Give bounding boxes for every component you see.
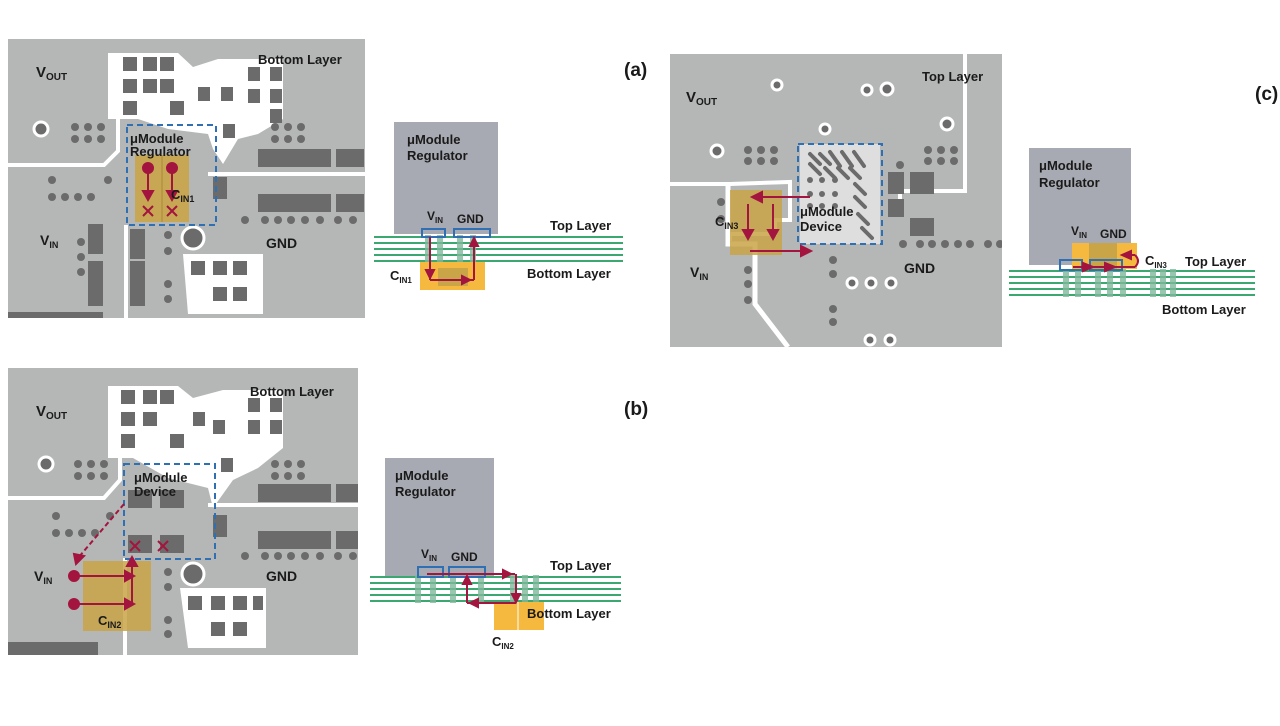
device-outline-dashed	[123, 463, 216, 560]
vin-label: VIN	[690, 264, 708, 282]
bottom-layer-label: Bottom Layer	[1162, 302, 1246, 317]
cap-label: CIN3	[715, 214, 738, 231]
panel-a-cross-section: μModule Regulator VIN GND Top Layer Bott…	[374, 122, 623, 290]
pad-group	[888, 172, 934, 236]
vin-pin-label: VIN	[427, 209, 443, 225]
device-outline-dashed	[126, 124, 217, 226]
panel-b-cross-section: μModule Regulator VIN GND Top Layer Bott…	[370, 458, 621, 651]
panel-c-cross-section: μModule Regulator VIN GND CIN3 Top Layer…	[1009, 148, 1255, 317]
regulator-package	[385, 458, 494, 578]
current-loop	[427, 568, 522, 609]
copper-strip	[8, 642, 98, 655]
panel-a-pcb-layout: VOUT VIN GND Bottom Layer μModule Regula…	[8, 39, 365, 318]
layer-label: Top Layer	[922, 69, 983, 84]
gnd-label: GND	[266, 568, 297, 584]
device-label-line2: Device	[800, 219, 842, 234]
via	[32, 120, 50, 138]
via-ring	[709, 78, 955, 347]
current-loop	[1073, 249, 1139, 273]
gnd-pin-label: GND	[457, 212, 484, 226]
via-array	[717, 146, 1002, 326]
cap-label: CIN1	[171, 187, 194, 204]
device-pad-array	[808, 150, 874, 240]
current-loop	[424, 235, 480, 286]
panel-label-b: (b)	[624, 399, 649, 420]
package-label-line2: Regulator	[395, 484, 456, 499]
panel-c-pcb-layout: VOUT VIN GND Top Layer μModule Device CI…	[670, 54, 1002, 347]
plane-split-line	[8, 458, 122, 500]
cap-label: CIN1	[390, 268, 412, 285]
layer-label: Bottom Layer	[250, 384, 334, 399]
package-label-line1: μModule	[407, 132, 460, 147]
gnd-pin-label: GND	[451, 550, 478, 564]
capacitor-body	[438, 268, 468, 286]
gnd-label: GND	[266, 235, 297, 251]
device-label-line2: Device	[134, 484, 176, 499]
device-outline-dashed	[797, 143, 883, 245]
cap-label: CIN2	[492, 634, 514, 651]
pcb-layer-stack	[1009, 270, 1255, 296]
pad-group	[258, 484, 358, 549]
vias	[1063, 269, 1176, 297]
cap-label: CIN3	[1145, 253, 1167, 270]
via-array	[52, 460, 357, 638]
pcb-layer-stack	[370, 576, 621, 602]
top-layer-label: Top Layer	[550, 558, 611, 573]
pad-group	[121, 390, 282, 553]
device-label-line1: μModule	[800, 204, 853, 219]
capacitor-cin2	[494, 602, 544, 630]
vout-label: VOUT	[36, 64, 67, 83]
pad-group	[88, 149, 364, 306]
plane-split-line	[8, 109, 120, 167]
gnd-pin-label: GND	[1100, 227, 1127, 241]
top-layer-label: Top Layer	[550, 218, 611, 233]
panel-label-c: (c)	[1255, 84, 1279, 105]
package-label-line1: μModule	[1039, 158, 1092, 173]
pcb-layer-stack	[374, 236, 623, 262]
current-arrows	[68, 503, 169, 611]
via	[37, 455, 55, 473]
vin-pad-outline	[421, 228, 446, 238]
vin-label: VIN	[40, 232, 58, 250]
device-label-line1: μModule	[134, 470, 187, 485]
copper-strip	[8, 312, 103, 318]
vout-label: VOUT	[686, 89, 717, 108]
pad-group	[191, 261, 247, 301]
large-via	[180, 561, 206, 587]
gnd-label: GND	[904, 260, 935, 276]
bottom-layer-label: Bottom Layer	[527, 266, 611, 281]
pad-group	[123, 57, 282, 138]
capacitor-cin2	[83, 561, 151, 631]
panel-label-a: (a)	[624, 60, 648, 81]
vout-label: VOUT	[36, 403, 67, 422]
vias	[415, 575, 539, 603]
device-label-line2: Regulator	[130, 144, 191, 159]
large-via	[180, 225, 206, 251]
gnd-pad-outline	[453, 228, 491, 238]
pad-group	[188, 596, 263, 636]
current-arrows	[741, 190, 814, 258]
vin-label: VIN	[34, 568, 52, 586]
device-label-line1: μModule	[130, 131, 183, 146]
panel-b-pcb-layout: VOUT VIN GND Bottom Layer μModule Device…	[8, 368, 358, 655]
vin-pin-label: VIN	[1071, 224, 1087, 240]
via-array	[48, 123, 357, 303]
package-label-line2: Regulator	[407, 148, 468, 163]
layer-label: Bottom Layer	[258, 52, 342, 67]
cap-label: CIN2	[98, 613, 121, 630]
package-label-line2: Regulator	[1039, 175, 1100, 190]
vin-pad-outline	[417, 566, 444, 578]
capacitor-body	[1089, 243, 1117, 269]
bottom-layer-label: Bottom Layer	[527, 606, 611, 621]
vin-pin-label: VIN	[421, 547, 437, 563]
current-arrows	[141, 162, 179, 217]
package-label-line1: μModule	[395, 468, 448, 483]
top-layer-label: Top Layer	[1185, 254, 1246, 269]
regulator-package	[394, 122, 498, 234]
